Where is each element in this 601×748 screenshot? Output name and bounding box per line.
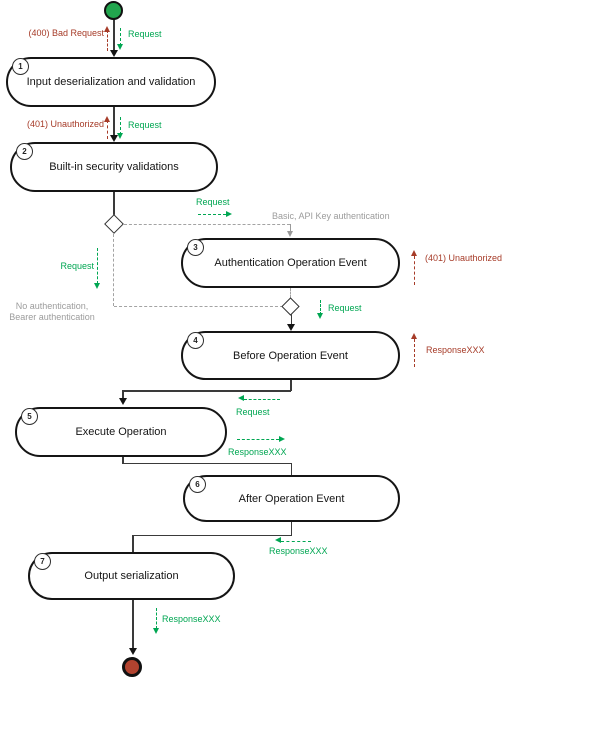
green-down-arrow-icon bbox=[117, 133, 123, 139]
no-auth-line1: No authentication, bbox=[15, 301, 89, 311]
edge-label-request: Request bbox=[128, 120, 162, 130]
decision-diamond-auth-type bbox=[103, 214, 124, 234]
connector-node4-to-node5 bbox=[290, 380, 292, 391]
step-number-badge: 5 bbox=[21, 408, 38, 425]
edge-label-unauthorized: (401) Unauthorized bbox=[26, 119, 104, 129]
path-no-auth bbox=[113, 234, 114, 306]
node-after-operation-event: 6 After Operation Event bbox=[183, 475, 400, 522]
edge-label-request: Request bbox=[236, 407, 270, 417]
node-label: After Operation Event bbox=[238, 492, 345, 505]
edge-label-response: ResponseXXX bbox=[162, 614, 221, 624]
connector-node2-to-decision1 bbox=[113, 192, 115, 217]
gray-arrowhead-icon bbox=[287, 231, 293, 237]
arrowhead-icon bbox=[109, 135, 118, 142]
request-flow-line bbox=[244, 398, 280, 400]
connector-node5-to-node6 bbox=[122, 462, 292, 464]
initial-state-icon bbox=[104, 1, 123, 20]
node-input-deserialization: 1 Input deserialization and validation bbox=[6, 57, 216, 107]
path-basic-auth bbox=[290, 224, 292, 232]
decision-diamond-merge bbox=[281, 296, 300, 316]
red-up-arrow-icon bbox=[103, 116, 110, 122]
node-label: Execute Operation bbox=[75, 426, 167, 438]
connector-node1-to-node2 bbox=[113, 107, 115, 136]
bad-request-return-line bbox=[106, 30, 108, 51]
green-down-arrow-icon bbox=[153, 628, 159, 634]
green-left-arrow-icon bbox=[238, 395, 244, 401]
node-authentication-event: 3 Authentication Operation Event bbox=[181, 238, 400, 288]
connector-decision2-to-node4 bbox=[290, 314, 292, 325]
step-number-badge: 7 bbox=[34, 553, 51, 570]
arrowhead-icon bbox=[109, 50, 118, 57]
final-state-icon bbox=[122, 657, 142, 677]
edge-label-bad-request: (400) Bad Request bbox=[28, 28, 104, 38]
green-down-arrow-icon bbox=[94, 283, 100, 289]
edge-label-request: Request bbox=[128, 29, 162, 39]
red-up-arrow-icon bbox=[410, 250, 417, 256]
arrowhead-icon bbox=[287, 324, 295, 331]
node-output-serialization: 7 Output serialization bbox=[28, 552, 235, 600]
step-number-badge: 2 bbox=[16, 143, 33, 160]
edge-label-response: ResponseXXX bbox=[269, 546, 328, 556]
step-number-badge: 3 bbox=[187, 239, 204, 256]
connector-node6-to-node7 bbox=[132, 534, 292, 536]
connector-node5-to-node6 bbox=[122, 457, 124, 464]
node-label: Authentication Operation Event bbox=[214, 257, 367, 269]
step-number-badge: 6 bbox=[189, 476, 206, 493]
node-label: Before Operation Event bbox=[233, 349, 348, 362]
node-label: Input deserialization and validation bbox=[26, 76, 196, 88]
response-flow-line bbox=[281, 540, 311, 542]
green-down-arrow-icon bbox=[317, 313, 323, 319]
connector-node7-to-end bbox=[132, 600, 134, 649]
red-up-arrow-icon bbox=[410, 333, 417, 339]
connector-node6-to-node7 bbox=[290, 522, 292, 536]
path-no-auth bbox=[113, 306, 283, 307]
request-flow-line bbox=[120, 28, 121, 46]
request-flow-line bbox=[198, 214, 226, 215]
request-flow-line bbox=[97, 248, 98, 284]
green-down-arrow-icon bbox=[117, 44, 123, 50]
node-label: Built-in security validations bbox=[49, 161, 179, 173]
response-return-line bbox=[413, 339, 415, 367]
connector-node5-to-node6 bbox=[290, 462, 292, 476]
connector-node4-to-node5 bbox=[122, 390, 124, 399]
arrowhead-icon bbox=[118, 398, 127, 405]
edge-label-request: Request bbox=[196, 197, 230, 207]
node-label: Output serialization bbox=[84, 570, 179, 582]
edge-label-no-auth: No authentication, Bearer authentication bbox=[0, 301, 104, 323]
edge-label-response: ResponseXXX bbox=[426, 345, 485, 355]
node-security-validations: 2 Built-in security validations bbox=[10, 142, 218, 192]
unauthorized-return-line bbox=[413, 256, 415, 285]
arrowhead-icon bbox=[128, 648, 137, 655]
red-up-arrow-icon bbox=[103, 26, 110, 32]
green-right-arrow-icon bbox=[226, 210, 232, 217]
request-flow-line bbox=[320, 300, 321, 315]
path-basic-auth bbox=[124, 223, 290, 225]
connector-node6-to-node7 bbox=[132, 534, 134, 553]
edge-label-unauthorized: (401) Unauthorized bbox=[425, 253, 503, 263]
edge-label-request: Request bbox=[60, 261, 94, 271]
response-flow-line bbox=[156, 608, 157, 629]
green-right-arrow-icon bbox=[279, 435, 285, 442]
connector-start-to-node1 bbox=[113, 19, 115, 51]
node-execute-operation: 5 Execute Operation bbox=[15, 407, 227, 457]
step-number-badge: 1 bbox=[12, 58, 29, 75]
edge-label-basic-auth: Basic, API Key authentication bbox=[272, 211, 390, 221]
edge-label-request: Request bbox=[328, 303, 362, 313]
step-number-badge: 4 bbox=[187, 332, 204, 349]
node-before-operation-event: 4 Before Operation Event bbox=[181, 331, 400, 380]
no-auth-line2: Bearer authentication bbox=[9, 312, 95, 322]
request-flow-line bbox=[120, 117, 121, 135]
edge-label-response: ResponseXXX bbox=[228, 447, 287, 457]
response-flow-line bbox=[237, 439, 279, 440]
connector-node3-to-decision2 bbox=[290, 288, 291, 298]
green-left-arrow-icon bbox=[275, 537, 281, 543]
unauthorized-return-line bbox=[106, 120, 108, 139]
connector-node4-to-node5 bbox=[122, 390, 291, 392]
